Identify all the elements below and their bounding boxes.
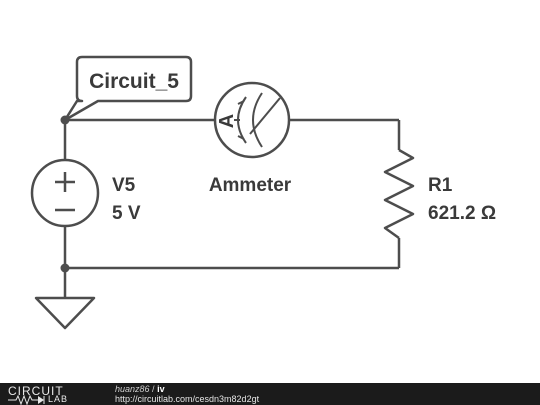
circuitlab-logo[interactable]: CIRCUIT LAB	[8, 383, 108, 405]
source-value: 5 V	[112, 203, 141, 224]
voltage-source[interactable]	[30, 158, 100, 228]
circuit-meta: huanz86 / iv http://circuitlab.com/cesdn…	[115, 384, 259, 404]
ammeter-scale-outer	[252, 92, 263, 148]
source-name: V5	[112, 175, 136, 196]
logo-bottom-text: LAB	[48, 394, 69, 404]
resistor-value: 621.2 Ω	[428, 203, 496, 224]
footer-bar: CIRCUIT LAB huanz86 / iv http://circuitl…	[0, 383, 540, 405]
resistor-icon[interactable]	[383, 148, 415, 240]
logo-top-text: CIRCUIT	[8, 384, 64, 398]
author-link[interactable]: huanz86	[115, 384, 150, 394]
ground-icon[interactable]	[34, 296, 96, 330]
ammeter[interactable]: A	[213, 81, 291, 159]
junction-bottom	[60, 263, 70, 273]
wires	[63, 118, 401, 298]
node-label: Circuit_5	[89, 70, 179, 93]
ammeter-needle-icon	[249, 97, 281, 135]
voltage-source-icon	[30, 158, 100, 228]
ammeter-name: Ammeter	[209, 175, 292, 196]
ammeter-tick-3	[237, 135, 245, 140]
resistor-logo-icon	[8, 395, 45, 405]
ammeter-symbol: A	[216, 114, 238, 128]
callout-box	[63, 55, 193, 122]
resistor-name: R1	[428, 175, 453, 196]
node-label-callout[interactable]: Circuit_5	[63, 55, 193, 122]
circuit-title-link[interactable]: iv	[157, 384, 165, 394]
circuit-url-link[interactable]: http://circuitlab.com/cesdn3m82d2gt	[115, 394, 260, 404]
circuit-schematic: Circuit_5 V5 5 V A Ammeter R1 621.2 Ω	[30, 55, 496, 330]
ammeter-tick-1	[237, 100, 245, 105]
meta-separator: /	[149, 384, 158, 394]
